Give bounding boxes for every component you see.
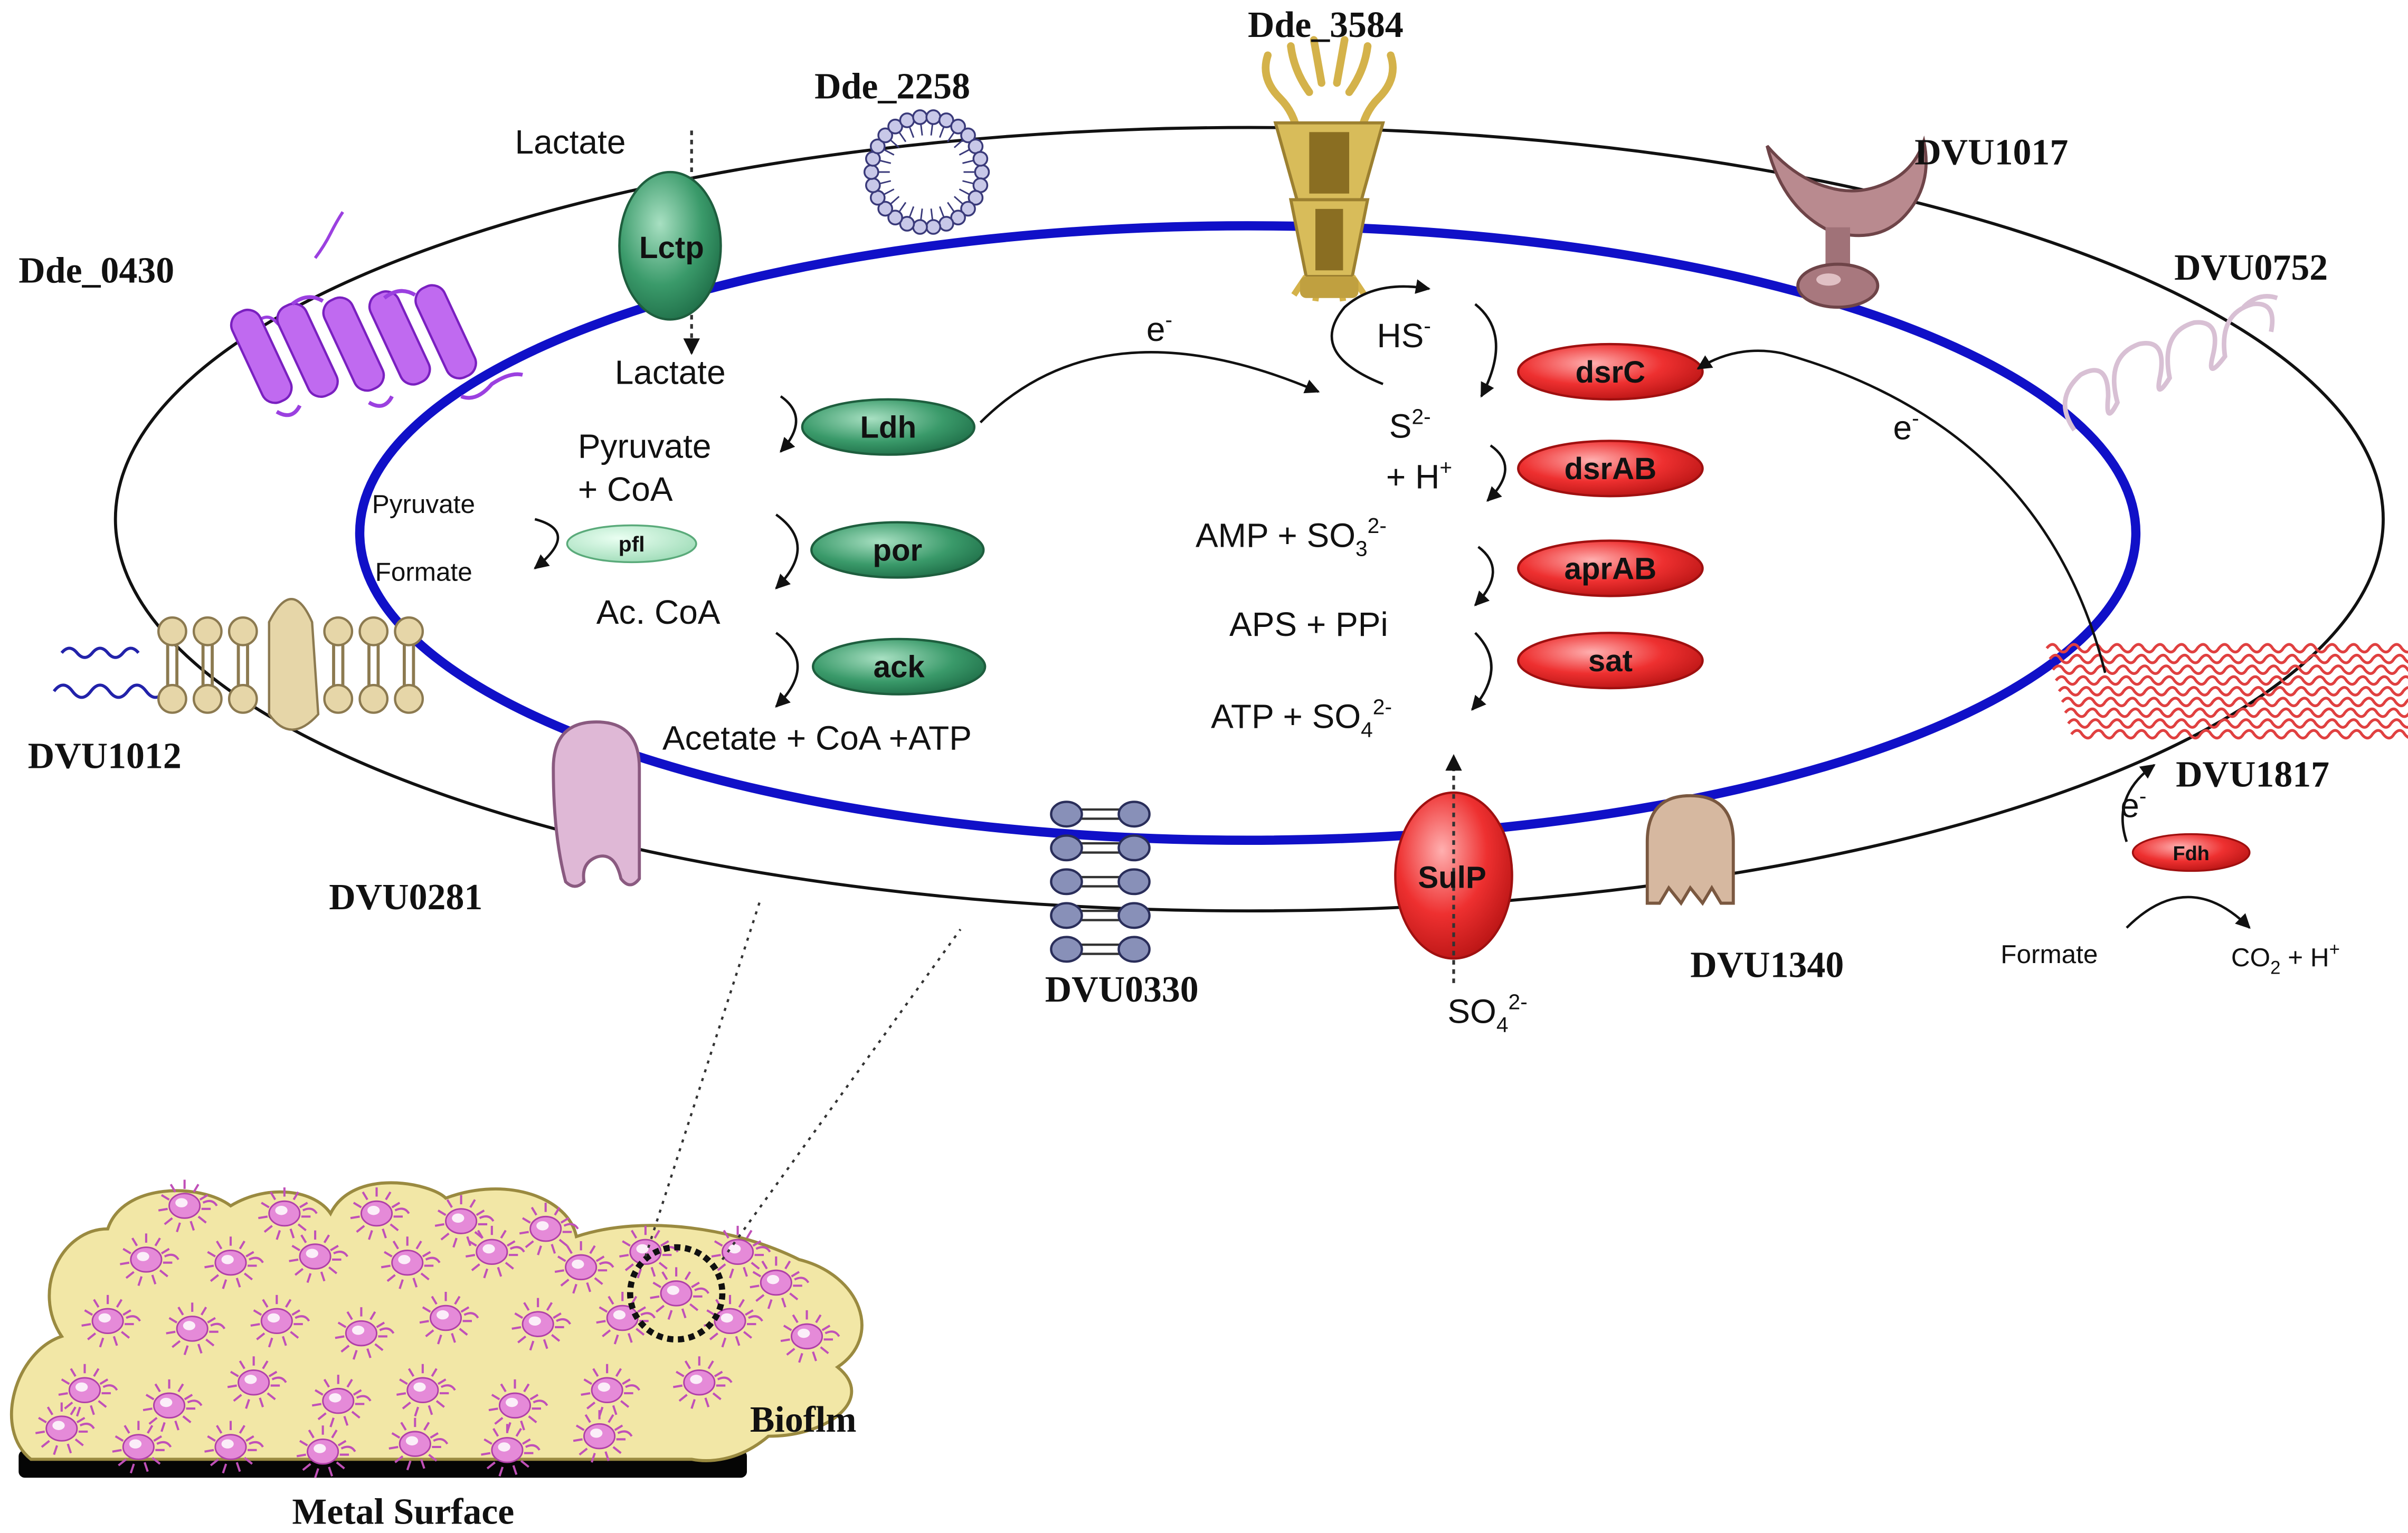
outer-membrane bbox=[113, 126, 2385, 913]
label-dvu1340: DVU1340 bbox=[1690, 945, 1844, 985]
dvu0330-stack bbox=[1050, 801, 1151, 963]
label-dvu0281: DVU0281 bbox=[329, 877, 482, 918]
dvu1012-complex bbox=[52, 598, 424, 731]
dvu0752-coil bbox=[2062, 294, 2278, 432]
label-amp-so3: AMP + SO32- bbox=[1196, 513, 1387, 561]
label-sat: sat bbox=[1588, 644, 1633, 678]
label-lctp: Lctp bbox=[639, 231, 704, 265]
dvu1817-wave bbox=[2045, 643, 2408, 740]
label-dvu1012: DVU1012 bbox=[28, 736, 182, 776]
label-electron-fdh: e- bbox=[2120, 784, 2146, 824]
label-dvu0330: DVU0330 bbox=[1045, 969, 1199, 1010]
label-dde-0430: Dde_0430 bbox=[18, 251, 174, 291]
green-enzymes bbox=[566, 398, 987, 696]
label-co2-h: CO2 + H+ bbox=[2231, 939, 2340, 978]
label-formate-side: Formate bbox=[375, 557, 472, 586]
label-fdh: Fdh bbox=[2173, 843, 2210, 865]
label-pyruvate-side: Pyruvate bbox=[372, 490, 475, 519]
label-pfl: pfl bbox=[619, 532, 645, 556]
label-biofilm: Bioflm bbox=[750, 1399, 857, 1440]
label-acetate: Acetate + CoA +ATP bbox=[662, 719, 972, 757]
label-atp-so4: ATP + SO42- bbox=[1211, 695, 1392, 742]
label-coa: + CoA bbox=[578, 470, 673, 508]
label-ack: ack bbox=[874, 650, 925, 684]
label-s2: S2- bbox=[1389, 404, 1431, 445]
label-ldh: Ldh bbox=[860, 411, 916, 445]
dvu1017-cup bbox=[1765, 135, 1928, 309]
label-electron-right: e- bbox=[1893, 406, 1919, 446]
label-dvu1817: DVU1817 bbox=[2176, 754, 2329, 795]
label-so4-out: SO42- bbox=[1447, 989, 1527, 1037]
red-enzymes bbox=[1517, 342, 2251, 872]
lctp-transporter bbox=[618, 130, 722, 355]
label-dvu1017: DVU1017 bbox=[1914, 132, 2068, 173]
label-lactate-out: Lactate bbox=[515, 123, 625, 161]
label-h-plus: + H+ bbox=[1386, 455, 1452, 496]
dvu1340-protein bbox=[1645, 794, 1735, 906]
label-dde-2258: Dde_2258 bbox=[814, 66, 970, 107]
dde-0430-protein bbox=[230, 211, 523, 417]
label-aps-ppi: APS + PPi bbox=[1229, 605, 1388, 643]
dde-3584-channel bbox=[1262, 36, 1397, 302]
label-por: por bbox=[873, 533, 922, 567]
label-dde-3584: Dde_3584 bbox=[1248, 5, 1404, 45]
label-formate-out: Formate bbox=[2001, 940, 2098, 969]
label-electron-top: e- bbox=[1146, 308, 1172, 348]
label-hs: HS- bbox=[1377, 314, 1431, 355]
inner-membrane bbox=[355, 221, 2141, 845]
reaction-arrows bbox=[534, 279, 2251, 929]
label-acetyl-coa: Ac. CoA bbox=[596, 593, 720, 631]
label-lactate-in: Lactate bbox=[615, 354, 726, 392]
label-pyruvate: Pyruvate bbox=[578, 427, 712, 465]
dde-2258-ring bbox=[863, 109, 990, 235]
label-dsrab: dsrAB bbox=[1565, 452, 1657, 486]
label-dsrc: dsrC bbox=[1576, 355, 1646, 389]
label-dvu0752: DVU0752 bbox=[2174, 247, 2328, 288]
sulp-transporter bbox=[1394, 754, 1513, 983]
label-sulp: SulP bbox=[1418, 860, 1486, 894]
biofilm bbox=[10, 898, 962, 1478]
dvu0281-protein bbox=[552, 720, 641, 888]
label-aprab: aprAB bbox=[1565, 551, 1657, 586]
label-metal-surface: Metal Surface bbox=[292, 1492, 514, 1532]
